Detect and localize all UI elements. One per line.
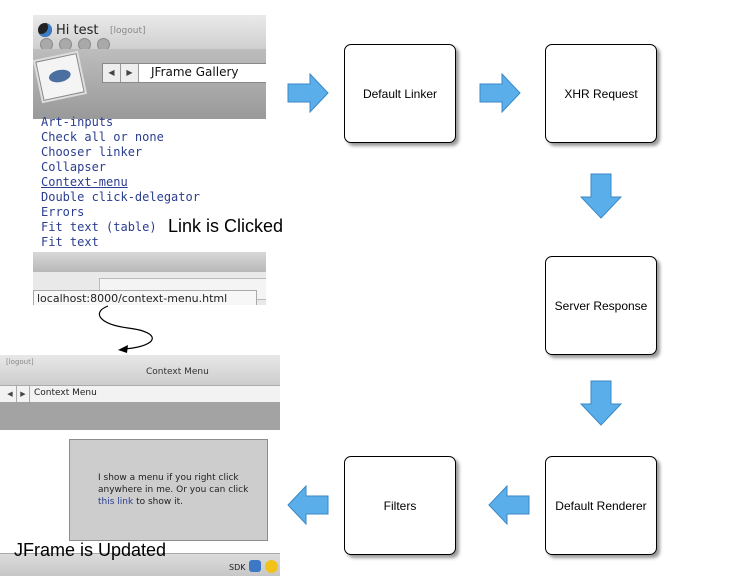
box-default-renderer: Default Renderer	[545, 456, 657, 555]
panel-text-after: to show it.	[133, 497, 183, 507]
box-filters: Filters	[344, 456, 456, 555]
status-url: localhost:8000/context-menu.html	[33, 290, 257, 305]
navigation-bar: ◀ ▶ Context Menu	[0, 385, 280, 403]
curved-arrow-icon	[98, 305, 153, 353]
window-title: Context Menu	[146, 367, 209, 377]
down-arrow-icon	[580, 380, 622, 426]
sdk-label: SDK	[229, 563, 246, 572]
finder-icon[interactable]	[249, 560, 261, 572]
list-item[interactable]: Chooser linker	[41, 145, 143, 159]
left-arrow-icon	[488, 485, 530, 525]
forward-button[interactable]: ▶	[17, 386, 30, 402]
list-item[interactable]: Check all or none	[41, 130, 164, 144]
list-item[interactable]: Fit text	[41, 235, 99, 249]
title-bar	[0, 355, 280, 385]
toolbar	[0, 402, 280, 430]
list-item-hovered[interactable]: Context-menu	[41, 175, 128, 189]
down-arrow-icon	[580, 173, 622, 219]
greeting: Hi test	[56, 23, 99, 38]
right-arrow-icon	[287, 73, 329, 113]
caption-jframe-updated: JFrame is Updated	[14, 540, 167, 560]
box-xhr-request: XHR Request	[545, 44, 657, 143]
navigation-bar: ◀ ▶ JFrame Gallery	[102, 63, 266, 83]
left-arrow-icon	[287, 485, 329, 525]
screenshot-context-menu: [logout] Context Menu ◀ ▶ Context Menu I…	[0, 355, 280, 576]
app-logo-icon	[38, 23, 52, 37]
list-item[interactable]: Double click-delegator	[41, 190, 200, 204]
screenshot-jframe-gallery: Hi test [logout] ◀ ▶ JFrame Gallery Art-…	[33, 15, 266, 305]
show-menu-link[interactable]: this link	[98, 497, 134, 507]
list-item[interactable]: Errors	[41, 205, 85, 219]
help-icon[interactable]	[265, 560, 278, 573]
logout-link[interactable]: [logout]	[110, 26, 146, 36]
forward-button[interactable]: ▶	[121, 64, 139, 82]
box-server-response: Server Response	[545, 256, 657, 355]
list-item[interactable]: Fit text (table)	[41, 220, 157, 234]
right-arrow-icon	[479, 73, 521, 113]
context-menu-panel[interactable]	[69, 439, 268, 541]
back-button[interactable]: ◀	[4, 386, 17, 402]
gallery-app-icon	[35, 53, 85, 101]
nav-title: JFrame Gallery	[151, 65, 239, 79]
panel-text-before: I show a menu if you right click anywher…	[98, 473, 249, 495]
logout-link[interactable]: [logout]	[6, 358, 34, 366]
caption-link-clicked: Link is Clicked	[168, 216, 284, 236]
back-button[interactable]: ◀	[103, 64, 121, 82]
bottom-bar	[33, 252, 266, 272]
footer-bar	[0, 553, 280, 576]
box-default-linker: Default Linker	[344, 44, 456, 143]
panel-text: I show a menu if you right click anywher…	[98, 472, 258, 508]
list-item[interactable]: Collapser	[41, 160, 107, 174]
nav-title: Context Menu	[34, 388, 97, 398]
gallery-link-list: Art-inputs Check all or none Chooser lin…	[41, 115, 200, 250]
list-item[interactable]: Art-inputs	[41, 115, 114, 129]
